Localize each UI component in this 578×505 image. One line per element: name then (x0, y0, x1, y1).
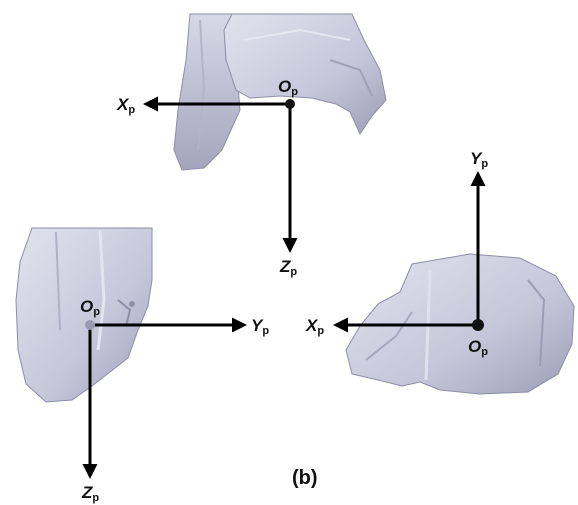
right-origin-point (472, 319, 484, 331)
left-y-axis-label: Yp (251, 316, 269, 337)
left-z-axis-label: Zp (81, 483, 99, 504)
top-origin-point (285, 99, 295, 109)
top-z-axis-label: Zp (279, 257, 297, 278)
right-x-axis-label: Xp (305, 316, 324, 337)
right-y-axis-label: Yp (470, 149, 488, 170)
top-x-axis-label: Xp (116, 95, 135, 116)
figure-caption: (b) (292, 467, 318, 489)
left-origin-point (85, 320, 95, 330)
